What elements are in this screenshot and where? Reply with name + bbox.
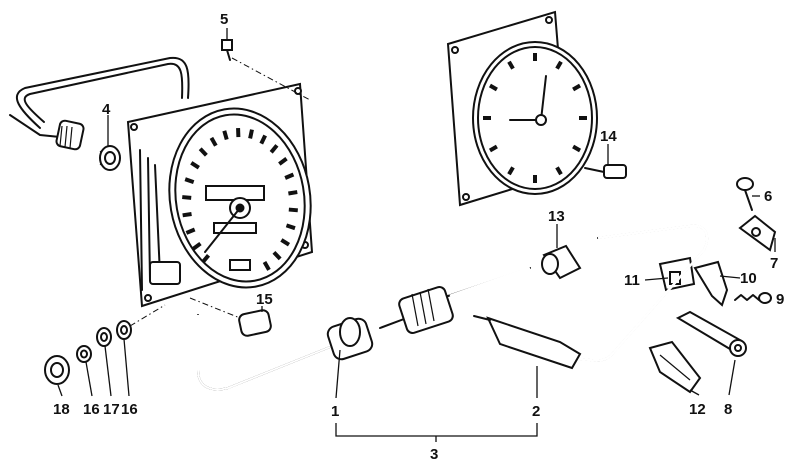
dial-tick (201, 254, 211, 264)
dial-tick (280, 238, 291, 247)
clock-adjuster-part-14 (584, 164, 627, 179)
callout-3: 3 (430, 446, 438, 463)
callout-10: 10 (740, 270, 757, 287)
dial-tick (488, 83, 498, 92)
dial-tick (184, 177, 195, 185)
dial-tick (222, 130, 229, 141)
dial-tick (262, 261, 271, 271)
spring-screw-part-9 (734, 292, 772, 304)
callout-17: 17 (103, 401, 120, 418)
speedometer-dial (168, 107, 312, 289)
sender-part-15 (189, 297, 272, 337)
callout-4: 4 (102, 101, 111, 118)
dial-tick (190, 161, 200, 170)
dial-tick (555, 60, 563, 70)
dial-tick (288, 207, 298, 213)
dial-tick (555, 166, 563, 176)
speedometer-tick-marks (182, 127, 298, 271)
callout-1: 1 (331, 403, 339, 420)
dial-tick (248, 129, 254, 139)
dial-tick (507, 60, 515, 70)
speedometer-drive-cable (9, 56, 190, 151)
dial-tick (259, 134, 267, 145)
dial-tick (488, 144, 498, 153)
dial-tick (278, 157, 288, 166)
dial-tick (288, 190, 298, 196)
dial-tick (209, 136, 218, 147)
bracket-part-10 (693, 260, 729, 307)
callout-16-right: 16 (121, 401, 138, 418)
dial-tick (284, 172, 295, 180)
bracket-part-11 (658, 256, 696, 292)
callout-9: 9 (776, 291, 784, 308)
callout-16-left: 16 (83, 401, 100, 418)
callout-8: 8 (724, 401, 732, 418)
dial-tick (285, 223, 296, 231)
fitting-part-8 (675, 310, 747, 357)
cable-part-2 (473, 224, 709, 370)
screw-part-6 (736, 177, 754, 211)
callout-11: 11 (624, 272, 640, 289)
dial-tick (272, 250, 282, 261)
cable-part-1 (197, 266, 531, 391)
callout-15: 15 (256, 291, 273, 308)
clock-dial (472, 41, 598, 195)
washers-and-nut (44, 304, 166, 385)
knurled-nut-part-4 (99, 145, 121, 171)
callout-7: 7 (770, 255, 778, 272)
clamp-part-12 (648, 340, 702, 394)
grommet-part-13 (541, 244, 582, 280)
callout-12: 12 (689, 401, 706, 418)
clock-tick-marks (483, 53, 587, 183)
clip-part-7 (738, 214, 777, 252)
dial-tick (182, 212, 192, 218)
dial-tick (192, 241, 202, 251)
dial-tick (269, 144, 279, 154)
leader-lines (57, 28, 776, 442)
dial-tick (185, 227, 196, 235)
dial-tick (572, 83, 582, 92)
dial-tick (572, 144, 582, 153)
callout-18: 18 (53, 401, 70, 418)
callout-6: 6 (764, 188, 772, 205)
dial-tick (182, 195, 192, 200)
dial-tick (198, 147, 208, 157)
callout-14: 14 (600, 128, 617, 145)
callout-5: 5 (220, 11, 228, 28)
callout-13: 13 (548, 208, 565, 225)
callout-2: 2 (532, 403, 540, 420)
dial-tick (507, 166, 515, 176)
callout-labels: 5 4 13 14 6 7 10 9 11 15 18 16 17 16 1 2… (53, 11, 784, 463)
